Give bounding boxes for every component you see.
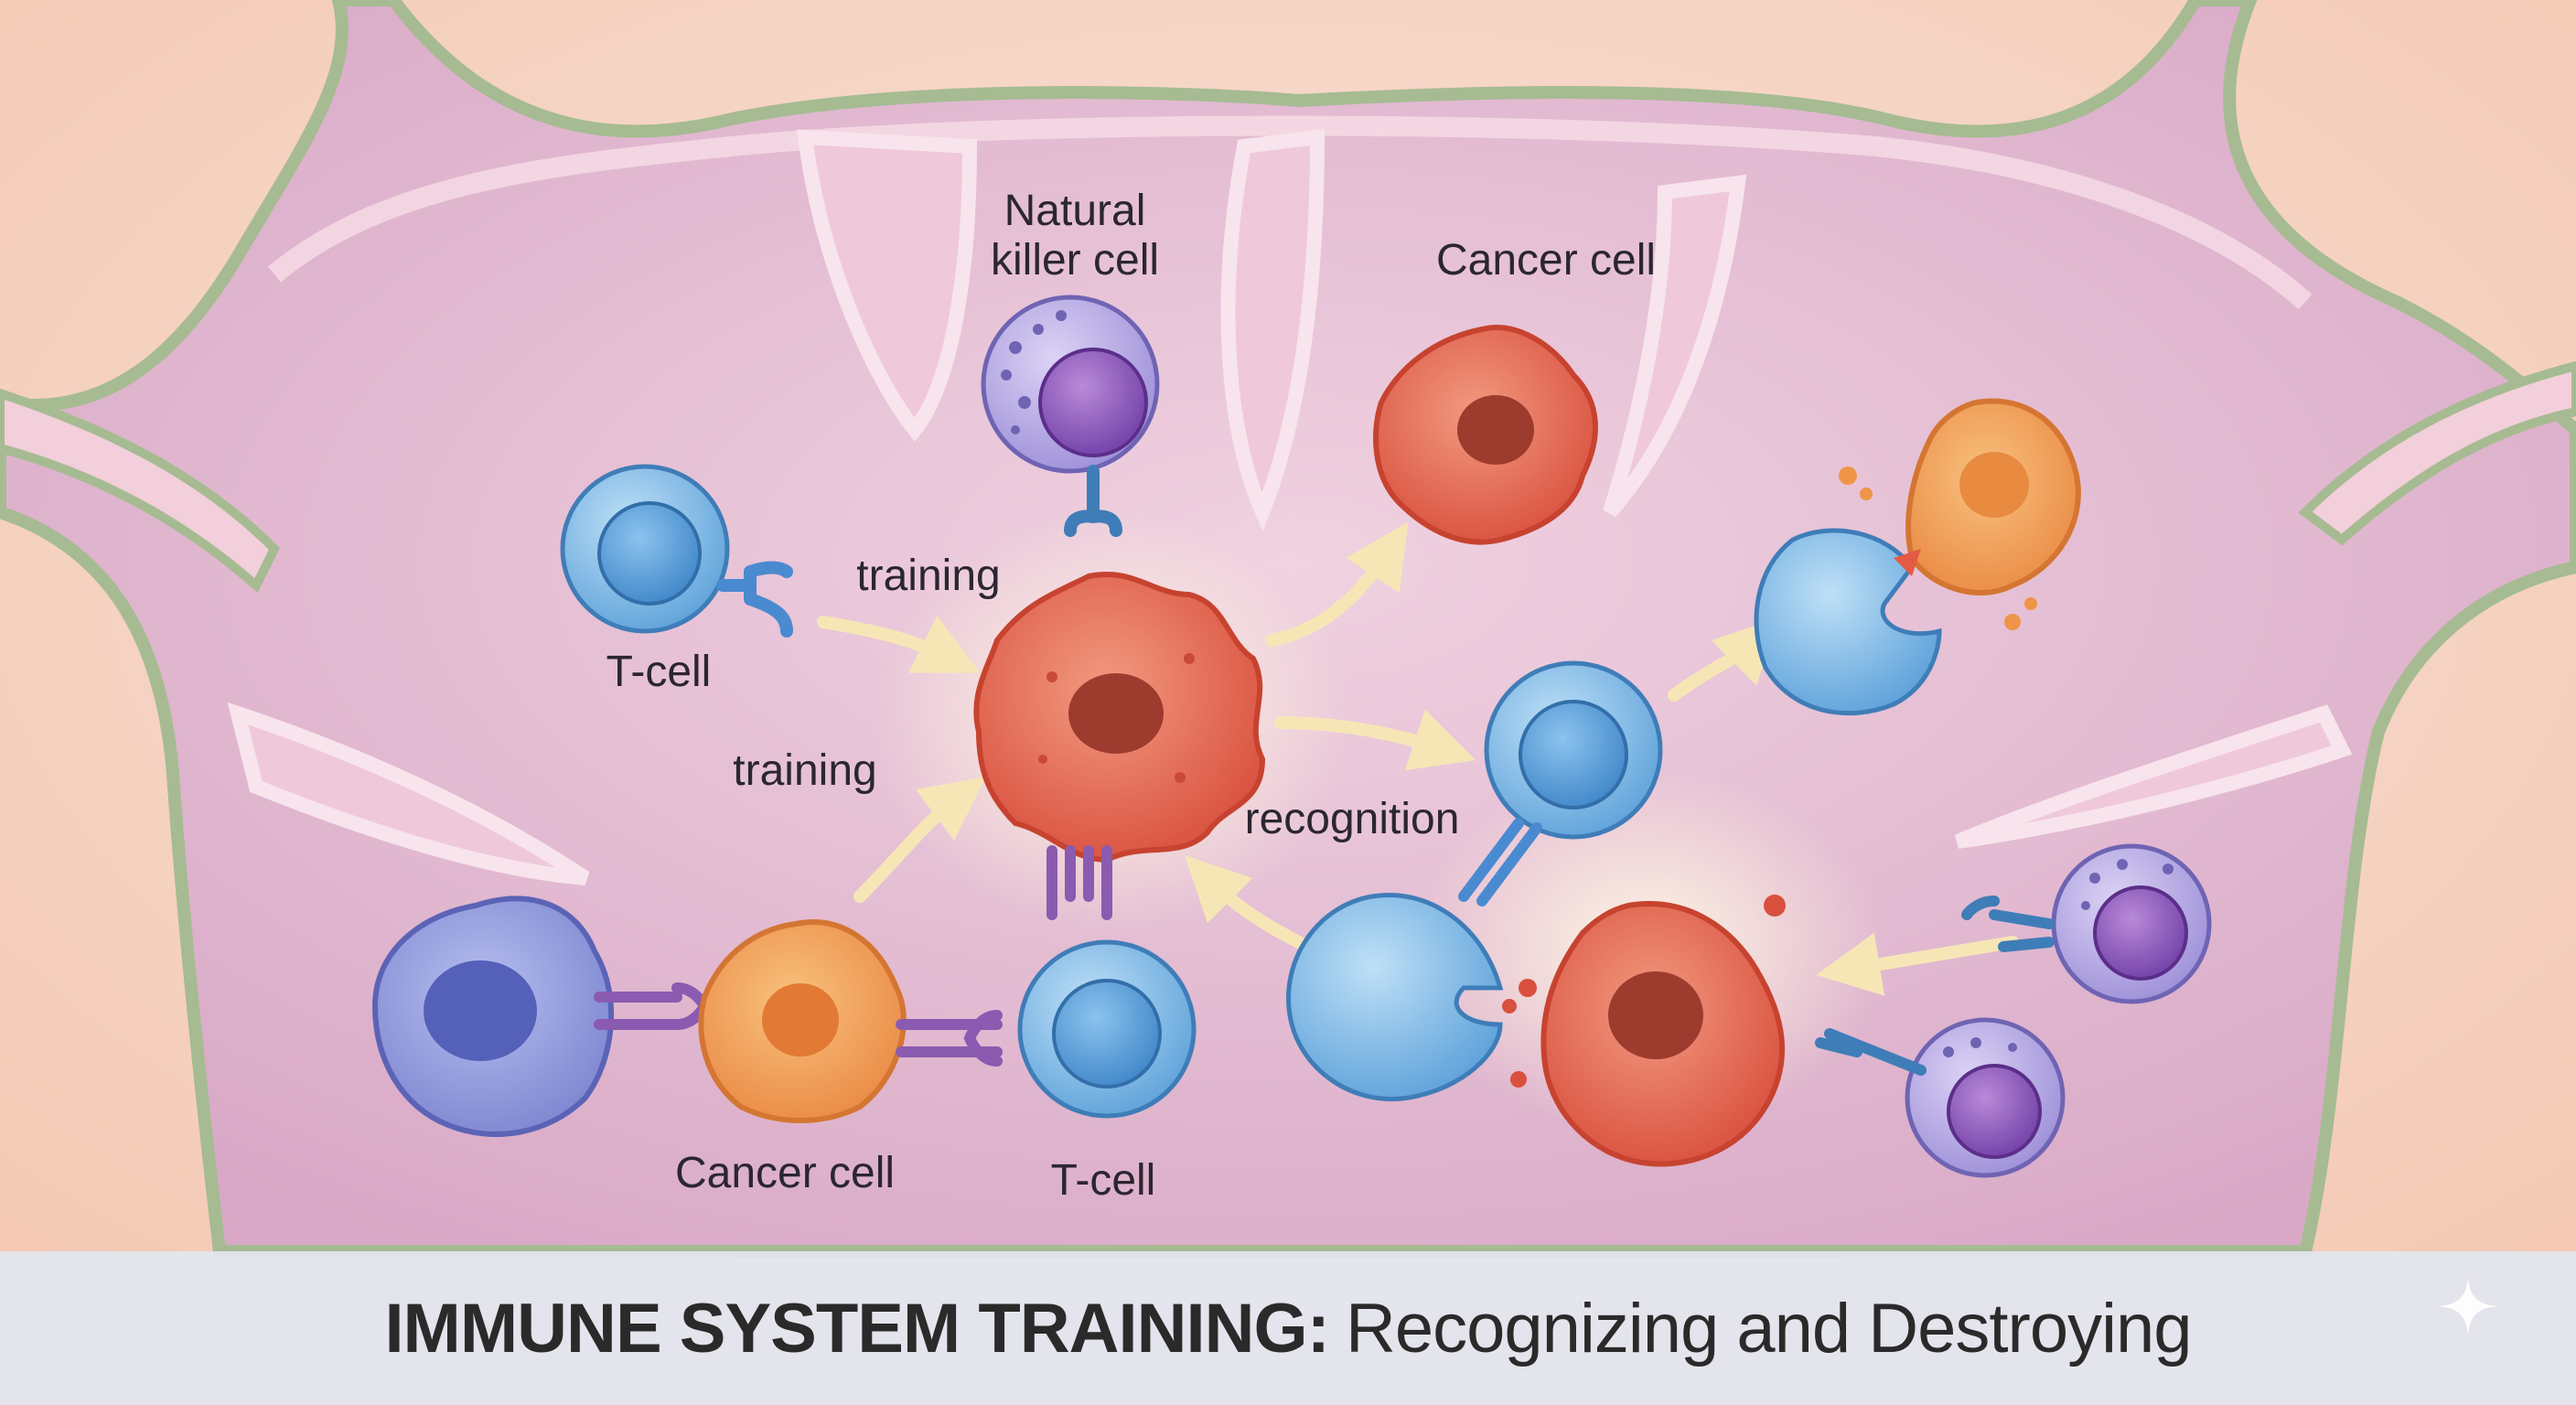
dendritic-cell (371, 896, 711, 1137)
label-cancer-cell-bottom: Cancer cell (675, 1149, 895, 1197)
t-cell-left (560, 464, 793, 638)
nk-cell-top (981, 295, 1160, 537)
t-cell-engulfing-upper (1754, 528, 1942, 716)
vessels (0, 360, 2576, 594)
t-cell-engulfing-lower (1286, 893, 1504, 1101)
label-cancer-cell-top: Cancer cell (1436, 236, 1656, 284)
cancer-cell-destroyed-bottom (1502, 895, 1786, 1167)
cancer-cell-destroyed-top (1839, 398, 2081, 630)
tissue-septa (227, 128, 2353, 885)
sparkle-icon (2439, 1277, 2497, 1335)
arrow-to-right-tcell (1274, 709, 1476, 771)
arrow-to-top-cancer (1265, 521, 1409, 647)
label-nk-cell-line2: killer cell (991, 236, 1159, 284)
caption-subtitle: Recognizing and Destroying (1345, 1289, 2193, 1367)
label-recognition: recognition (1245, 795, 1460, 843)
label-training-lower: training (733, 746, 876, 795)
arrow-recognition-back (1185, 855, 1305, 949)
arrow-from-nk-right (1816, 932, 2019, 996)
caption-bar: IMMUNE SYSTEM TRAINING: Recognizing and … (0, 1251, 2576, 1405)
arrow-to-destroyed-cancer (1668, 617, 1779, 702)
nk-cell-right-upper (1961, 843, 2212, 1004)
t-cell-bottom (1017, 939, 1197, 1119)
nk-cell-right-lower (1815, 1017, 2066, 1178)
arrow-training-lower (853, 776, 986, 903)
label-t-cell-left: T-cell (606, 648, 712, 696)
cancer-cell-bottom-orange (698, 919, 1003, 1123)
inner-membrane (267, 115, 2313, 310)
arrow-training-upper (817, 616, 981, 673)
arrows (817, 521, 2019, 996)
label-t-cell-bottom: T-cell (1051, 1156, 1156, 1205)
t-cell-right (1458, 660, 1663, 906)
cancer-cell-central (973, 572, 1266, 920)
label-training-upper: training (856, 552, 1000, 600)
cancer-cell-top-right (1373, 325, 1598, 545)
caption-title: IMMUNE SYSTEM TRAINING: (384, 1289, 1330, 1367)
label-nk-cell-line1: Natural (1004, 187, 1146, 235)
